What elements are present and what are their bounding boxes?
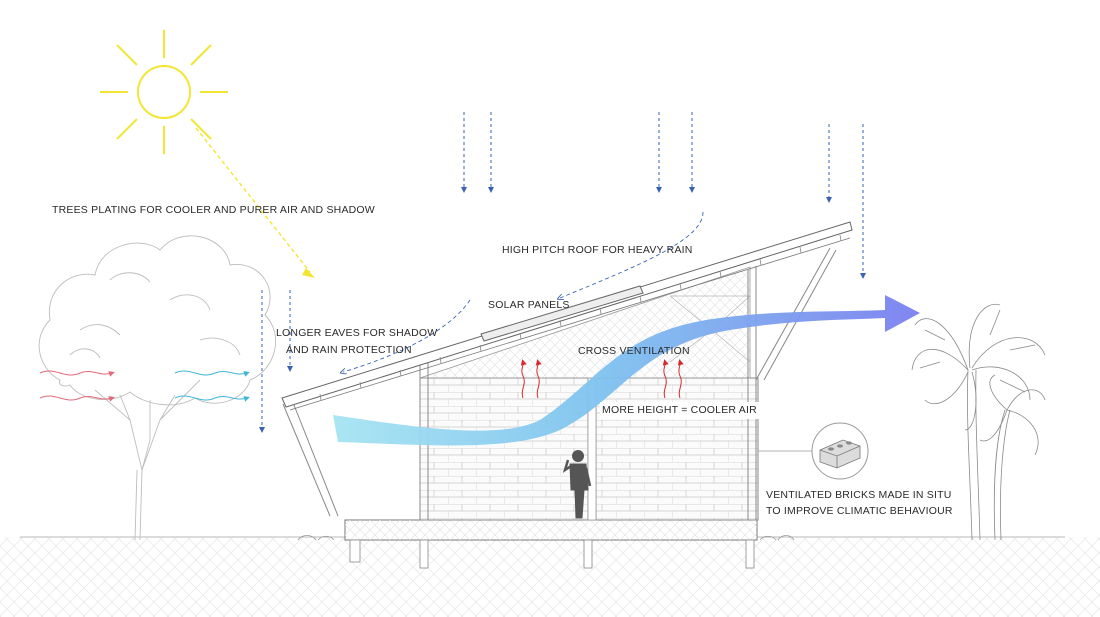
label-height: MORE HEIGHT = COOLER AIR (600, 402, 759, 419)
breeze-icon (39, 370, 250, 402)
airflow-arrow (333, 295, 920, 446)
person-figure-icon (562, 450, 592, 519)
heat-rise-icon (520, 359, 684, 399)
label-cross-ventilation: CROSS VENTILATION (578, 345, 690, 357)
leader-lines (343, 211, 704, 372)
label-eaves-line1: LONGER EAVES FOR SHADOW (276, 327, 438, 339)
tree-icon (38, 235, 277, 541)
house-section (281, 221, 853, 569)
label-bricks-line2: TO IMPROVE CLIMATIC BEHAVIOUR (766, 505, 953, 517)
palm-tree-icon (911, 303, 1046, 541)
sun-icon (100, 30, 228, 154)
sun-ray-arrow (195, 127, 315, 278)
ground (0, 536, 1100, 617)
rain-arrow-icon (259, 112, 866, 433)
label-bricks-line1: VENTILATED BRICKS MADE IN SITU (766, 489, 952, 501)
ventilated-brick-icon (758, 422, 869, 480)
label-eaves-line2: AND RAIN PROTECTION (286, 344, 412, 356)
label-roof: HIGH PITCH ROOF FOR HEAVY RAIN (502, 244, 693, 256)
label-solar: SOLAR PANELS (488, 299, 570, 311)
label-trees: TREES PLATING FOR COOLER AND PURER AIR A… (52, 204, 375, 216)
